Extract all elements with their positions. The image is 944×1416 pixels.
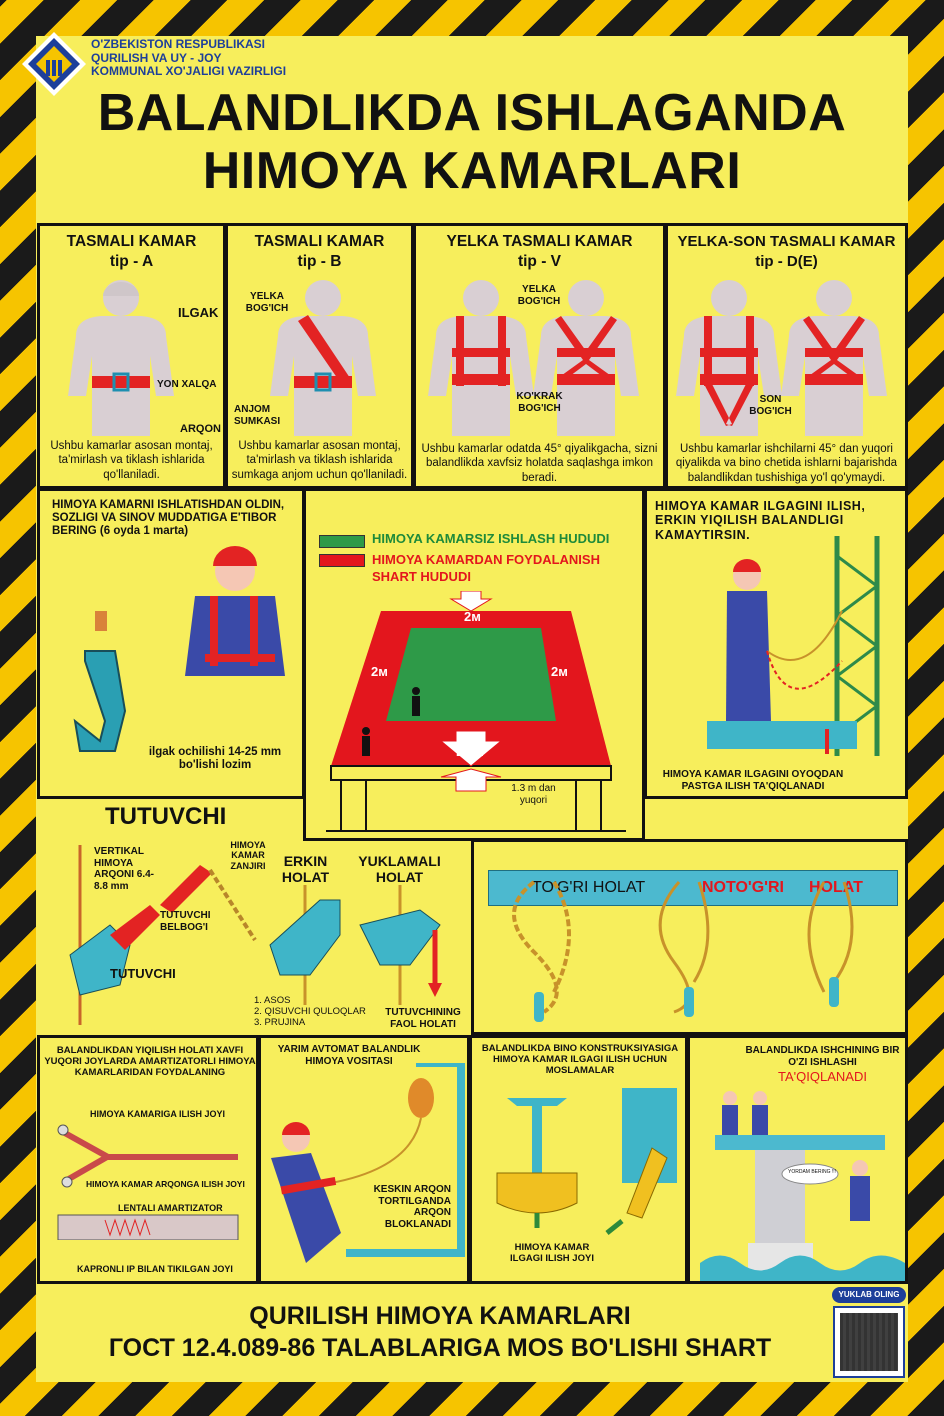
- lanyard-panel: TO'G'RI HOLAT NOTO'G'RI HOLAT: [471, 839, 908, 1035]
- svg-text:2м: 2м: [551, 664, 568, 679]
- platform-height-label: 1.3 m dan yuqori: [511, 783, 556, 806]
- semi-auto-note: KESKIN ARQON TORTILGANDA ARQON BLOKLANAD…: [373, 1184, 451, 1230]
- label-loaded-state: YUKLAMALI HOLAT: [358, 853, 441, 886]
- semi-auto-panel: YARIM AVTOMAT BALANDLIK HIMOYA VOSITASI …: [258, 1035, 470, 1284]
- absorber-lanyard-icon: [57, 1124, 239, 1240]
- legend-green-swatch: [319, 535, 365, 548]
- body-silhouette-icon: [270, 280, 376, 436]
- label-rope-attach: HIMOYA KAMAR ARQONGA ILISH JOYI: [86, 1179, 245, 1189]
- worker-on-beam-icon: [707, 536, 880, 756]
- type-description: Ushbu kamarlar asosan montaj, ta'mirlash…: [50, 440, 213, 481]
- hook-placement-title: HIMOYA KAMAR ILGAGINI ILISH, ERKIN YIQIL…: [655, 499, 866, 542]
- ministry-line: KOMMUNAL XO'JALIGI VAZIRLIGI: [91, 64, 287, 78]
- platform-zones-diagram: 2м 2м 2м 2м: [326, 591, 626, 832]
- part-item: 3. PRUJINA: [254, 1016, 306, 1028]
- svg-text:2м: 2м: [456, 736, 485, 761]
- type-d-panel: YELKA-SON TASMALI KAMAR tip - D(E) SON BO…: [665, 223, 908, 489]
- dist-label: 2м: [464, 609, 481, 624]
- rope-grab-device-icon: [69, 845, 257, 1025]
- alone-title: BALANDLIKDA ISHCHINING BIR O'ZI ISHLASHI: [745, 1045, 900, 1068]
- legend-green-label: HIMOYA KAMARSIZ ISHLASH HUDUDI: [372, 531, 610, 546]
- semi-auto-title: YARIM AVTOMAT BALANDLIK HIMOYA VOSITASI: [277, 1044, 421, 1067]
- title-line: BALANDLIKDA ISHLAGANDA: [97, 84, 847, 142]
- workers-on-beam-icon: [700, 1091, 905, 1281]
- grab-title: TUTUVCHI: [105, 803, 227, 830]
- label-yelka-bogich: YELKA BOG'ICH: [517, 284, 561, 307]
- carabiner-hook-icon: [73, 611, 127, 752]
- qr-code[interactable]: [833, 1306, 905, 1378]
- type-description: Ushbu kamarlar ishchilarni 45° dan yuqor…: [675, 443, 898, 484]
- footer-line: ГОСТ 12.4.089-86 TALABLARIGA MOS BO'LISH…: [108, 1334, 772, 1362]
- body-silhouette-icon: [68, 280, 174, 436]
- label-anjom-sumkasi: ANJOM SUMKASI: [234, 404, 281, 427]
- ministry-line: QURILISH VA UY - JOY: [91, 50, 222, 65]
- zones-panel: HIMOYA KAMARSIZ ISHLASH HUDUDI HIMOYA KA…: [303, 488, 645, 841]
- absorber-title: BALANDLIKDAN YIQILISH HOLATI XAVFI YUQOR…: [44, 1045, 256, 1078]
- label-son-bogich: SON BOG'ICH: [749, 394, 792, 417]
- label-absorber: LENTALI AMARTIZATOR: [118, 1203, 223, 1213]
- harness-front-back-icon: [428, 280, 639, 436]
- speech-bubble: YORDAM BERING !!!: [788, 1169, 837, 1175]
- type-title: TASMALI KAMAR: [66, 233, 197, 250]
- ministry-logo: [22, 32, 86, 96]
- download-label: YUKLAB OLING: [838, 1290, 900, 1299]
- download-badge[interactable]: YUKLAB OLING: [832, 1287, 906, 1303]
- ministry-line: O'ZBEKISTON RESPUBLIKASI: [91, 37, 265, 51]
- part-item: 1. ASOS: [254, 995, 291, 1006]
- part-item: 2. QISUVCHI QULOQLAR: [254, 1005, 366, 1017]
- anchors-panel: BALANDLIKDA BINO KONSTRUKSIYASIGA HIMOYA…: [469, 1035, 688, 1284]
- worker-icon: [185, 546, 285, 676]
- type-a-panel: TASMALI KAMAR tip - A ILGAK YON XALQA ARQ…: [37, 223, 226, 489]
- type-title: TASMALI KAMAR: [254, 233, 385, 250]
- label-belt-attach: HIMOYA KAMARIGA ILISH JOYI: [90, 1109, 226, 1119]
- label-wrong: NOTO'G'RI: [702, 879, 784, 896]
- type-b-panel: TASMALI KAMAR tip - B YELKA BOG'ICH ANJOM…: [225, 223, 414, 489]
- grab-states-diagram: [269, 885, 442, 1005]
- type-tip: tip - D(E): [755, 253, 818, 270]
- label-grab-belt: TUTUVCHI BELBOG'I: [160, 910, 211, 933]
- anchors-title: BALANDLIKDA BINO KONSTRUKSIYASIGA HIMOYA…: [481, 1043, 679, 1076]
- inspection-title: HIMOYA KAMARNI ISHLATISHDAN OLDIN, SOZLI…: [52, 499, 285, 538]
- hook-placement-panel: HIMOYA KAMAR ILGAGINI ILISH, ERKIN YIQIL…: [644, 488, 908, 799]
- title-line: HIMOYA KAMARLARI: [202, 142, 742, 200]
- label-ilgak: ILGAK: [178, 305, 219, 320]
- type-tip: tip - V: [517, 253, 562, 270]
- label-arqon: ARQON: [180, 423, 221, 435]
- footer-line: QURILISH HIMOYA KAMARLARI: [249, 1302, 631, 1330]
- type-tip: tip - A: [109, 253, 154, 270]
- anchor-devices-icon: [496, 1088, 677, 1235]
- legend-red-label: HIMOYA KAMARDAN FOYDALANISH SHART HUDUDI: [372, 552, 600, 584]
- label-yelka-bogich: YELKA BOG'ICH: [245, 291, 289, 314]
- label-free-state: ERKIN HOLAT: [281, 853, 330, 886]
- type-v-panel: YELKA TASMALI KAMAR tip - V YELKA BOG'ICH…: [413, 223, 666, 489]
- label-active-state: TUTUVCHINING FAOL HOLATI: [385, 1007, 461, 1030]
- label-grab-device: TUTUVCHI: [110, 966, 176, 981]
- legend-red-swatch: [319, 554, 365, 567]
- svg-text:2м: 2м: [371, 664, 388, 679]
- alone-panel: BALANDLIKDA ISHCHINING BIR O'ZI ISHLASHI…: [687, 1035, 908, 1284]
- type-tip: tip - B: [297, 253, 342, 270]
- lanyard-examples: [512, 880, 854, 1022]
- hook-placement-note: HIMOYA KAMAR ILGAGINI OYOQDAN PASTGA ILI…: [662, 769, 844, 792]
- alone-warning: TA'QIQLANADI: [778, 1069, 867, 1084]
- label-vertical-rope: VERTIKAL HIMOYA ARQONI 6.4-8.8 mm: [94, 846, 155, 892]
- type-description: Ushbu kamarlar odatda 45° qiyalikgacha, …: [421, 443, 658, 484]
- label-kokrak-bogich: KO'KRAK BOG'ICH: [516, 391, 563, 414]
- absorber-panel: BALANDLIKDAN YIQILISH HOLATI XAVFI YUQOR…: [37, 1035, 259, 1284]
- label-chain: HIMOYA KAMAR ZANJIRI: [230, 840, 266, 871]
- inspection-panel: HIMOYA KAMARNI ISHLATISHDAN OLDIN, SOZLI…: [37, 488, 305, 799]
- harness-front-back-icon: [676, 280, 887, 436]
- type-title: YELKA TASMALI KAMAR: [446, 233, 633, 250]
- type-description: Ushbu kamarlar asosan montaj, ta'mirlash…: [231, 440, 408, 481]
- type-title: YELKA-SON TASMALI KAMAR: [677, 233, 896, 250]
- label-yon-xalqa: YON XALQA: [157, 379, 217, 390]
- label-stitching: KAPRONLI IP BILAN TIKILGAN JOYI: [77, 1264, 233, 1274]
- footer-text: QURILISH HIMOYA KAMARLARI ГОСТ 12.4.089-8…: [40, 1300, 840, 1364]
- fall-arrester-icon: [271, 1063, 465, 1263]
- hook-gap-note: ilgak ochilishi 14-25 mm bo'lishi lozim: [148, 746, 282, 772]
- anchors-note: HIMOYA KAMAR ILGAGI ILISH JOYI: [510, 1242, 594, 1264]
